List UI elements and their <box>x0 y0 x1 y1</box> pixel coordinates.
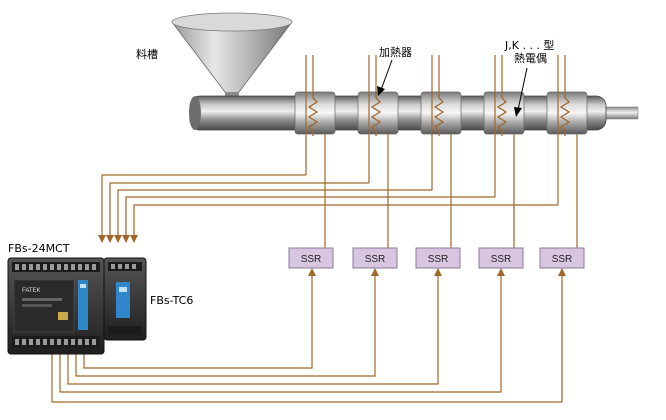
plc-to-ssr-wires <box>51 272 563 403</box>
ssr-input-arrows <box>308 268 566 276</box>
heater-coil <box>559 92 571 136</box>
ssr-relay: SSR <box>415 247 461 269</box>
ssr-label: SSR <box>365 254 386 265</box>
ssr-label: SSR <box>552 254 573 265</box>
ssr-label: SSR <box>301 254 322 265</box>
thermocouple-input-arrows <box>98 235 138 243</box>
plc-model-label: FBs-24MCT <box>8 242 70 255</box>
heater-coil <box>307 92 319 136</box>
ssr-relay: SSR <box>352 247 398 269</box>
heater-coil <box>433 92 445 136</box>
thermocouple-probes <box>305 55 559 205</box>
heater-coil <box>370 92 382 136</box>
heater-to-ssr-wires <box>324 134 578 248</box>
ssr-relay: SSR <box>288 247 334 269</box>
tc6-module-label: FBs-TC6 <box>150 294 193 307</box>
heater-label: 加熱器 <box>379 46 412 59</box>
thermocouple-pointer-arrow <box>514 67 528 117</box>
hopper-label: 料槽 <box>136 47 158 61</box>
heater-coils <box>307 92 571 136</box>
ssr-label: SSR <box>428 254 449 265</box>
ssr-relay: SSR <box>539 247 585 269</box>
ssr-relay: SSR <box>478 247 524 269</box>
plc-unit: FATEK <box>7 257 105 355</box>
heater-top-leads <box>312 55 566 92</box>
ssr-relays: SSR SSR SSR SSR SSR <box>288 247 585 269</box>
plc-brand-label: FATEK <box>22 288 41 294</box>
hopper <box>171 12 293 100</box>
thermocouple-label: 熱電偶 <box>514 52 547 65</box>
heater-pointer-arrow <box>377 59 393 96</box>
thermocouple-bus-wires <box>101 174 558 236</box>
ssr-label: SSR <box>491 254 512 265</box>
heater-coil <box>496 92 508 136</box>
tc6-module <box>103 257 147 341</box>
thermocouple-type-label: J,K . . . 型 <box>504 38 554 52</box>
